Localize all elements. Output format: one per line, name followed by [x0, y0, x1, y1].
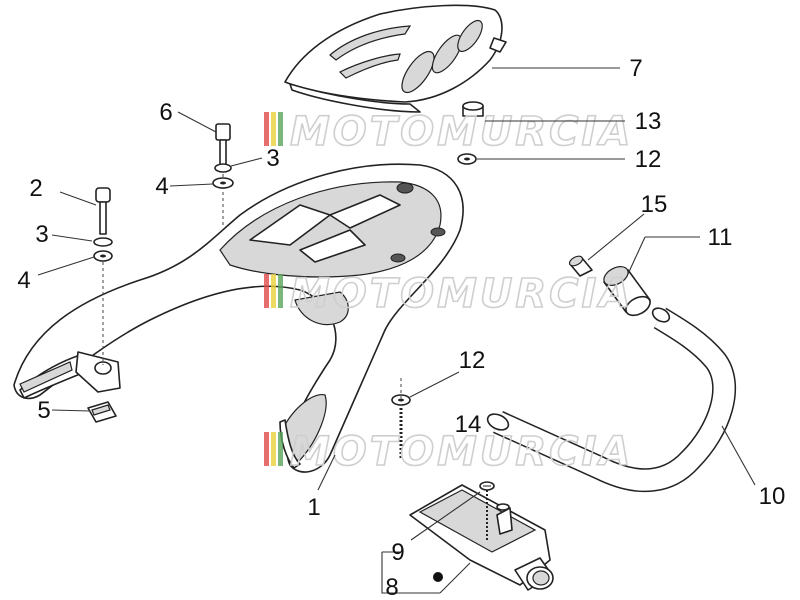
svg-text:MOTOMURCIA: MOTOMURCIA: [290, 271, 633, 317]
part-11-sleeve: [603, 266, 651, 317]
callout-12-upper: 12: [635, 146, 662, 173]
watermark-top: MOTOMURCIA: [264, 108, 633, 156]
part-6-bolt: [215, 123, 231, 225]
callout-3-upper: 3: [266, 145, 279, 172]
callout-4-lower: 4: [17, 267, 30, 294]
callout-15: 15: [641, 191, 668, 218]
callout-5: 5: [37, 397, 50, 424]
part-15-end-cap: [568, 255, 593, 277]
part-10-grab-bar: [486, 307, 737, 493]
leader-lines: [37, 67, 756, 594]
part-8-bracket: [409, 484, 554, 591]
callout-7: 7: [629, 55, 642, 82]
watermark-bottom: MOTOMURCIA: [264, 428, 633, 476]
callout-11: 11: [708, 224, 733, 251]
svg-text:MOTOMURCIA: MOTOMURCIA: [290, 429, 633, 475]
part-2-bolt: [95, 187, 111, 365]
callout-12-lower: 12: [459, 347, 486, 374]
callout-labels: 6 3 4 2 3 4 5 7 13 12 15 11 12 14 10 1 9…: [17, 55, 785, 600]
callout-13: 13: [635, 108, 662, 135]
part-13-bush: [462, 101, 484, 117]
part-5-clip-nut: [87, 401, 117, 423]
part-12-washer-upper: [457, 153, 477, 165]
watermark-middle: MOTOMURCIA: [264, 270, 633, 318]
svg-text:MOTOMURCIA: MOTOMURCIA: [290, 109, 633, 155]
callout-9: 9: [391, 539, 404, 566]
callout-1: 1: [307, 494, 320, 521]
part-12-washer-lower: [391, 394, 411, 406]
part-3-washer-upper: [214, 163, 232, 173]
part-3-washer-lower: [93, 237, 113, 247]
callout-8: 8: [385, 574, 398, 600]
callout-6: 6: [159, 99, 172, 126]
part-4-washer-upper: [212, 177, 234, 189]
part-1-luggage-rack: [13, 163, 464, 473]
callout-14: 14: [455, 411, 482, 438]
part-7-rack-cover: [284, 4, 507, 113]
part-4-washer-lower: [93, 250, 113, 262]
callout-4-upper: 4: [155, 173, 168, 200]
callout-2: 2: [29, 175, 42, 202]
callout-3-lower: 3: [35, 221, 48, 248]
callout-10: 10: [759, 483, 786, 510]
part-9-screw: [479, 481, 495, 540]
